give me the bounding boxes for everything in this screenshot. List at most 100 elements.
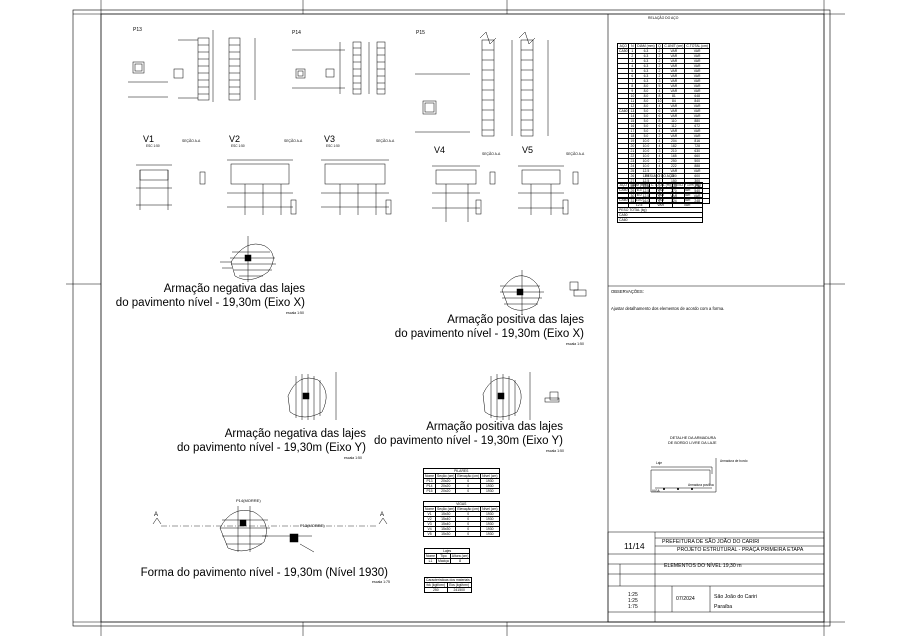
sheet-content: ELEMENTOS DO NÍVEL 19,30 m (664, 563, 742, 569)
materials-table: Características dos materiais fck (kgf/c… (424, 577, 472, 593)
pillar-p15-detail (415, 31, 549, 137)
table-header-cell: C.TOTAL (cm) (684, 43, 710, 49)
scale-3: 1:75 (628, 604, 638, 610)
section-label-v4: SEÇÃO A-A (482, 152, 501, 156)
scale-neg-y: escala 1:50 (344, 456, 362, 460)
table-cell: 1930 (480, 531, 500, 537)
beam-label-v3: V3 (324, 134, 336, 144)
beam-label-v2: V2 (229, 134, 241, 144)
table-cell: CA60 (616, 108, 630, 114)
observations-title: OBSERVAÇÕES: (611, 289, 644, 294)
project-date: 07/2024 (676, 596, 695, 602)
border-detail-drawing (650, 458, 717, 493)
table-header-cell: Seção (cm) (435, 506, 457, 512)
section-label-v3: SEÇÃO A-A (376, 139, 395, 143)
pillar-p13-detail (128, 30, 256, 102)
sheet-number: 11/14 (624, 541, 645, 551)
observations-text: Ajustar detalhamento dos elementos de ac… (611, 306, 725, 311)
forma-label-p14: P14(MORRE) (236, 498, 261, 503)
beam-label-v4: V4 (434, 145, 446, 155)
resume-table-title: RESUMO DO AÇO (645, 174, 675, 178)
table-header-cell: Nome (423, 553, 438, 559)
neg-y-slab-drawing (287, 372, 337, 420)
inner-border (100, 13, 825, 623)
table-cell: 0 (455, 531, 482, 537)
pos-x-slab-drawing (500, 270, 587, 314)
table-header-cell: Seção (cm) (435, 473, 457, 479)
table-cell: 8 (449, 558, 471, 564)
table-cell: CA50 (616, 48, 630, 54)
outer-border (72, 9, 831, 627)
table-row: CA60 (617, 217, 703, 223)
table-cell: Maciça (436, 558, 451, 564)
title-neg-y: Armação negativa das lajes do pavimento … (177, 428, 366, 454)
table-cell: CA60 (617, 217, 703, 223)
section-label-v2: SEÇÃO A-A (284, 139, 303, 143)
pillar-label-p15: P15 (416, 30, 425, 36)
section-label-v5: SEÇÃO A-A (566, 152, 585, 156)
pillar-label-p13: P13 (133, 27, 142, 33)
beam-scale-v2: ESC 1:50 (231, 144, 245, 148)
beam-label-v5: V5 (522, 145, 534, 155)
pos-y-slab-drawing (482, 372, 560, 420)
detail-title-1: DETALHE DA ARMADURA (670, 436, 716, 440)
table-cell: 1930 (480, 488, 500, 494)
detail-label-bordo: Armadura de bordo (720, 459, 748, 463)
cut-label-left: A (154, 512, 159, 518)
owner-name: PREFEITURA DE SÃO JOÃO DO CARIRI (662, 539, 760, 545)
detail-label-positiva: Armadura positiva (688, 483, 714, 487)
neg-x-slab-drawing (220, 236, 276, 282)
table-header-cell: DIAM (mm) (635, 43, 657, 49)
scale-1: 1:25 (628, 592, 638, 598)
project-city: São João do Cariri (714, 594, 757, 600)
scale-pos-y: escala 1:50 (546, 449, 564, 453)
beam-details (136, 159, 579, 222)
detail-label-viga: VIGA (652, 489, 660, 493)
table-cell: 250 (424, 587, 448, 593)
table-cell: 0 (455, 488, 482, 494)
materials-table-title: Características dos materiais (424, 577, 472, 583)
table-header-cell: C.UNIT (cm) (662, 43, 686, 49)
forma-drawing (152, 506, 388, 553)
pillar-p14-detail (292, 41, 386, 95)
scale-pos-x: escala 1:50 (566, 342, 584, 346)
steel-table-title: RELAÇÃO DO AÇO (648, 16, 679, 20)
beam-scale-v1: ESC 1:50 (146, 144, 160, 148)
title-pos-y: Armação positiva das lajes do pavimento … (374, 421, 563, 447)
table-header-cell: Elevação (cm) (455, 473, 482, 479)
table-header-cell: Ecs (kgf/cm²) (446, 582, 472, 588)
cut-label-right: A (380, 512, 385, 518)
table-cell: 15x30 (435, 531, 457, 537)
title-forma: Forma do pavimento nível - 19,30m (Nível… (140, 567, 388, 579)
table-header-cell: Nível (cm) (480, 473, 500, 479)
table-header-cell: Nome (422, 473, 437, 479)
table-header-cell: Altura (cm) (449, 553, 471, 559)
table-header-cell: Nome (422, 506, 437, 512)
table-cell: CA50 (616, 187, 630, 193)
table-header-cell: DIAM (mm) (628, 182, 650, 188)
table-header-cell: Nível (cm) (480, 506, 500, 512)
table-cell: P15 (422, 488, 437, 494)
beam-scale-v3: ESC 1:50 (326, 144, 340, 148)
pillar-label-p14: P14 (292, 30, 301, 36)
detail-title-2: DE BORDO LIVRE DA LAJE (668, 441, 717, 445)
table-header-cell: PESO + 10% (kg) (671, 182, 703, 188)
table-header-cell: Elevação (cm) (455, 506, 482, 512)
project-name: PROJETO ESTRUTURAL - PRAÇA PRIMEIRA ETAP… (677, 547, 804, 553)
table-cell: CA60 (616, 197, 630, 203)
